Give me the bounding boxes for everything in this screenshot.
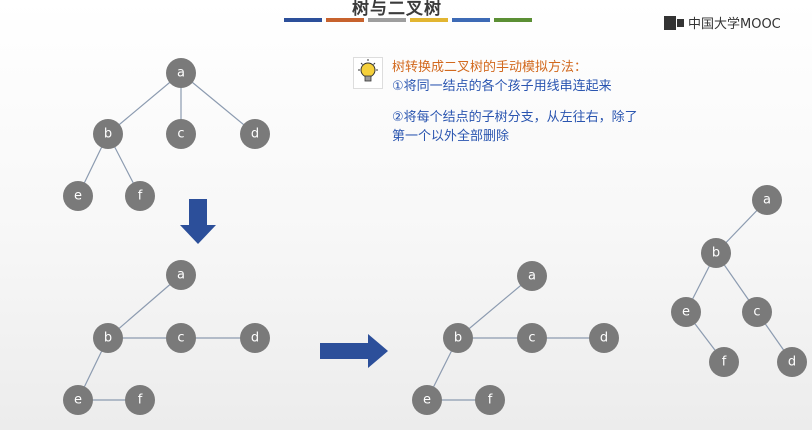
node-label: f xyxy=(138,189,143,204)
node-b: b xyxy=(443,323,473,353)
node-b: b xyxy=(93,119,123,149)
node-a: a xyxy=(166,260,196,290)
right-arrow-icon xyxy=(320,334,388,368)
node-label: e xyxy=(682,305,690,320)
node-f: f xyxy=(125,181,155,211)
lightbulb-icon xyxy=(353,57,383,89)
node-c: c xyxy=(742,297,772,327)
node-label: f xyxy=(722,355,727,370)
node-d: d xyxy=(240,323,270,353)
title-bar-segment xyxy=(410,18,448,22)
node-label: f xyxy=(138,393,143,408)
node-f: f xyxy=(125,385,155,415)
slide-title: 树与二叉树 xyxy=(352,0,442,19)
node-label: b xyxy=(454,331,462,346)
edge-a-b xyxy=(107,72,182,135)
node-a: a xyxy=(166,58,196,88)
node-a: a xyxy=(517,261,547,291)
node-e: e xyxy=(671,297,701,327)
brand-text: 中国大学MOOC xyxy=(688,17,781,32)
mooc-logo-icon xyxy=(664,15,684,30)
edge-a-b xyxy=(107,274,182,339)
node-d: d xyxy=(777,347,807,377)
tip-text-box: 树转换成二叉树的手动模拟方法： ①将同一结点的各个孩子用线串连起来 ②将每个结点… xyxy=(392,58,642,146)
node-label: d xyxy=(251,127,259,142)
tree-siblings-linked: a b c d e f xyxy=(63,260,270,415)
node-c: c xyxy=(166,323,196,353)
title-bar-segment xyxy=(452,18,490,22)
node-b: b xyxy=(701,238,731,268)
title-color-bar xyxy=(284,18,532,22)
tree-original: a b c d e f xyxy=(63,58,270,211)
node-e: e xyxy=(63,385,93,415)
node-label: b xyxy=(104,331,112,346)
node-label: b xyxy=(712,246,720,261)
rule-2: ②将每个结点的子树分支，从左往右，除了第一个以外全部删除 xyxy=(392,110,638,144)
node-e: e xyxy=(63,181,93,211)
title-bar-segment xyxy=(494,18,532,22)
node-a: a xyxy=(752,185,782,215)
node-label: d xyxy=(251,331,259,346)
title-bar-segment xyxy=(368,18,406,22)
tip-title: 树转换成二叉树的手动模拟方法： xyxy=(392,60,588,75)
node-c: c xyxy=(517,323,547,353)
node-label: c xyxy=(177,127,184,142)
tree-binary: a b e c f d xyxy=(671,185,807,377)
node-label: b xyxy=(104,127,112,142)
node-label: e xyxy=(74,189,82,204)
node-label: c xyxy=(177,331,184,346)
down-arrow-icon xyxy=(180,199,216,244)
node-f: f xyxy=(475,385,505,415)
node-label: a xyxy=(177,268,185,283)
node-e: e xyxy=(412,385,442,415)
node-d: d xyxy=(240,119,270,149)
node-label: c xyxy=(753,305,760,320)
edge-a-d xyxy=(180,72,256,135)
tree-first-child-only: a b c d e f xyxy=(412,261,619,415)
node-label: c xyxy=(528,331,535,346)
title-bar-segment xyxy=(284,18,322,22)
node-b: b xyxy=(93,323,123,353)
node-label: e xyxy=(423,393,431,408)
node-c: c xyxy=(166,119,196,149)
node-d: d xyxy=(589,323,619,353)
node-label: d xyxy=(600,331,608,346)
node-f: f xyxy=(709,347,739,377)
node-label: e xyxy=(74,393,82,408)
node-label: a xyxy=(763,193,771,208)
node-label: a xyxy=(177,66,185,81)
title-bar-segment xyxy=(326,18,364,22)
edge-a-b xyxy=(457,275,533,339)
node-label: f xyxy=(488,393,493,408)
brand: 中国大学MOOC xyxy=(664,13,781,32)
rule-1: ①将同一结点的各个孩子用线串连起来 xyxy=(392,79,612,94)
node-label: d xyxy=(788,355,796,370)
node-label: a xyxy=(528,269,536,284)
